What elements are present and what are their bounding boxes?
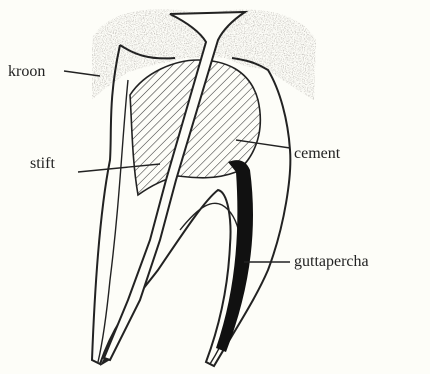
label-stift: stift	[30, 156, 55, 172]
label-cement: cement	[294, 146, 340, 162]
gutta-percha-fill	[216, 160, 253, 352]
label-guttapercha: guttapercha	[294, 254, 369, 270]
label-kroon: kroon	[8, 64, 45, 80]
